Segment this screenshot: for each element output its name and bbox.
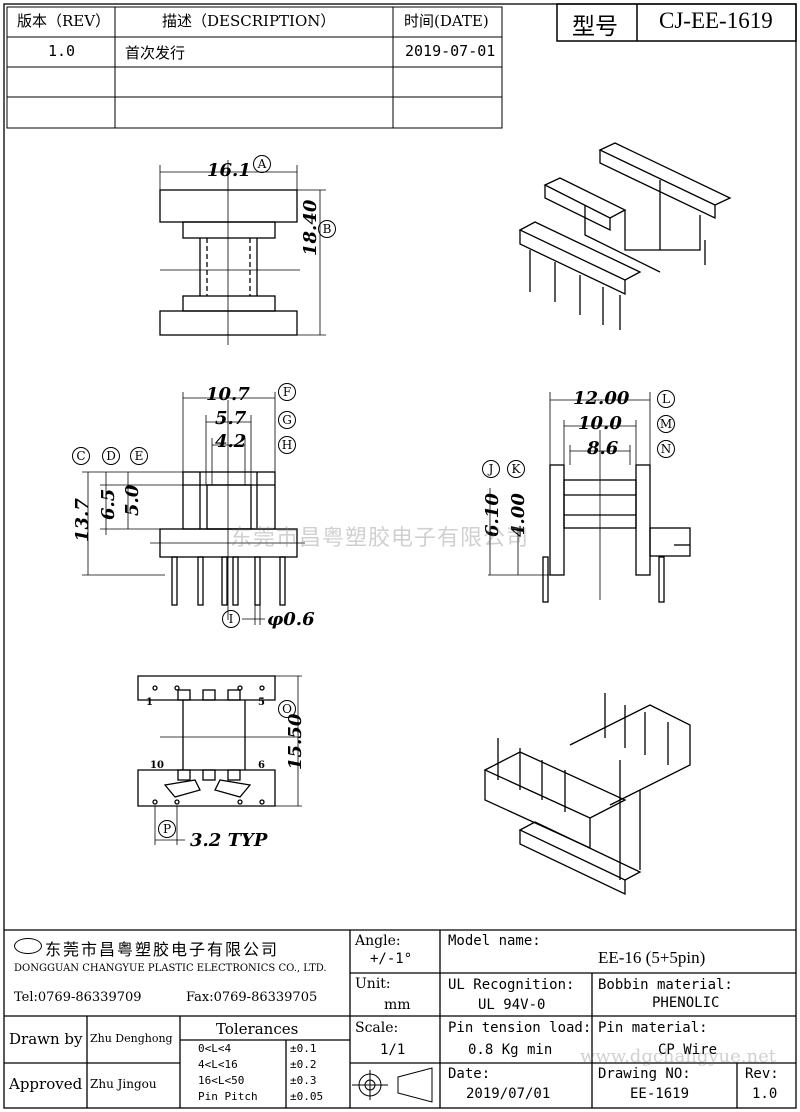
- model-box-value: CJ-EE-1619: [659, 8, 773, 33]
- date-header: 时间(DATE): [404, 12, 489, 30]
- tag-g: G: [278, 411, 296, 429]
- dim-side-w1: 12.00: [573, 388, 630, 409]
- tag-m: M: [657, 415, 675, 433]
- tag-p: P: [158, 820, 176, 838]
- approved-label: Approved: [9, 1075, 83, 1093]
- dim-side-w2: 10.0: [578, 413, 622, 434]
- dim-front-w3: 4.2: [215, 431, 247, 452]
- rev-cell: 1.0: [48, 42, 76, 60]
- pin-num-10: 10: [150, 760, 164, 771]
- front-view: [82, 392, 305, 625]
- sheet-border: [3, 3, 797, 1109]
- dim-front-h1: 13.7: [72, 498, 93, 542]
- dim-side-w3: 8.6: [587, 438, 619, 459]
- bobbin-value: PHENOLIC: [652, 995, 720, 1011]
- dim-front-w2: 5.7: [215, 408, 247, 429]
- drawing-no-label: Drawing NO:: [598, 1066, 691, 1082]
- desc-header: 描述（DESCRIPTION）: [162, 12, 336, 30]
- model-name-label: Model name:: [448, 933, 541, 949]
- tag-f: F: [278, 383, 296, 401]
- dim-top-width: 16.1: [207, 160, 251, 181]
- rev-header: 版本（REV）: [17, 12, 111, 30]
- drawn-by-label: Drawn by: [9, 1030, 83, 1048]
- tag-l: L: [657, 390, 675, 408]
- angle-value: +/-1°: [370, 951, 413, 967]
- rev-label: Rev:: [745, 1066, 779, 1082]
- date-label: Date:: [448, 1066, 491, 1082]
- revision-table-grid: [6, 6, 503, 129]
- projection-symbol-graphic: [352, 1067, 433, 1103]
- date-value: 2019/07/01: [466, 1086, 551, 1102]
- date-cell: 2019-07-01: [405, 42, 496, 60]
- unit-label: Unit:: [355, 976, 391, 992]
- model-box-grid: [556, 3, 797, 42]
- rev-value: 1.0: [752, 1086, 778, 1102]
- tolerance-range-3: Pin Pitch: [198, 1090, 258, 1103]
- bottom-view: [137, 675, 302, 845]
- tag-d: D: [102, 447, 120, 465]
- dim-front-h3: 5.0: [122, 484, 143, 516]
- bobbin-label: Bobbin material:: [598, 977, 733, 993]
- pin-material-value: CP Wire: [658, 1042, 718, 1058]
- company-fax: Fax:0769-86339705: [186, 990, 318, 1005]
- tag-n: N: [657, 440, 675, 458]
- top-view: [159, 160, 326, 345]
- pin-num-5: 5: [258, 697, 265, 708]
- dim-pin-dia: φ0.6: [267, 609, 315, 630]
- ul-label: UL Recognition:: [448, 977, 575, 993]
- tolerance-range-1: 4<L<16: [198, 1058, 238, 1071]
- tolerance-range-2: 16<L<50: [198, 1074, 245, 1087]
- tag-j: J: [482, 460, 500, 478]
- tag-c: C: [72, 447, 90, 465]
- tolerance-range-0: 0<L<4: [198, 1042, 232, 1055]
- company-name-cn: 东莞市昌粤塑胶电子有限公司: [45, 940, 280, 959]
- pin-num-1: 1: [146, 697, 153, 708]
- unit-value: mm: [384, 997, 411, 1013]
- tolerances-title: Tolerances: [216, 1020, 299, 1038]
- pin-num-6: 6: [258, 760, 265, 771]
- side-view: [488, 392, 691, 603]
- tolerance-value-3: ±0.05: [290, 1090, 324, 1103]
- model-box-label: 型号: [572, 14, 618, 40]
- pin-material-label: Pin material:: [598, 1020, 708, 1036]
- isometric-view-top: [518, 142, 732, 330]
- tension-label: Pin tension load:: [448, 1020, 592, 1036]
- watermark-cn: 东莞市昌粤塑胶电子有限公司: [230, 526, 530, 551]
- tag-k: K: [507, 460, 525, 478]
- isometric-view-bottom: [483, 693, 691, 896]
- dim-front-h2: 6.5: [98, 488, 119, 520]
- title-block-grid: [4, 929, 796, 1108]
- angle-label: Angle:: [355, 933, 401, 949]
- tolerance-value-2: ±0.3: [290, 1074, 317, 1087]
- tag-i: I: [222, 610, 240, 628]
- drawing-no-value: EE-1619: [630, 1086, 690, 1102]
- model-name-value: EE-16 (5+5pin): [598, 948, 706, 967]
- tag-a: A: [253, 155, 271, 173]
- tag-b: B: [318, 220, 336, 238]
- dim-pitch: 3.2 TYP: [190, 830, 268, 851]
- approved-value: Zhu Jingou: [90, 1077, 157, 1091]
- desc-cell: 首次发行: [125, 44, 186, 62]
- tag-h: H: [278, 436, 296, 454]
- tension-value: 0.8 Kg min: [468, 1042, 553, 1058]
- tag-o: O: [278, 700, 296, 718]
- dim-front-w1: 10.7: [206, 384, 250, 405]
- ul-value: UL 94V-0: [478, 997, 546, 1013]
- drawn-by-value: Zhu Denghong: [90, 1032, 173, 1045]
- tag-e: E: [130, 447, 148, 465]
- company-name-en: DONGGUAN CHANGYUE PLASTIC ELECTRONICS CO…: [14, 963, 327, 974]
- tolerance-value-1: ±0.2: [290, 1058, 317, 1071]
- scale-label: Scale:: [355, 1020, 399, 1036]
- tolerance-value-0: ±0.1: [290, 1042, 317, 1055]
- company-tel: Tel:0769-86339709: [14, 990, 142, 1005]
- watermark-url: www.dgchangyue.net: [580, 1046, 776, 1067]
- scale-value: 1/1: [380, 1042, 406, 1058]
- company-logo: [14, 938, 42, 954]
- dim-bottom-height: 15.50: [285, 713, 306, 770]
